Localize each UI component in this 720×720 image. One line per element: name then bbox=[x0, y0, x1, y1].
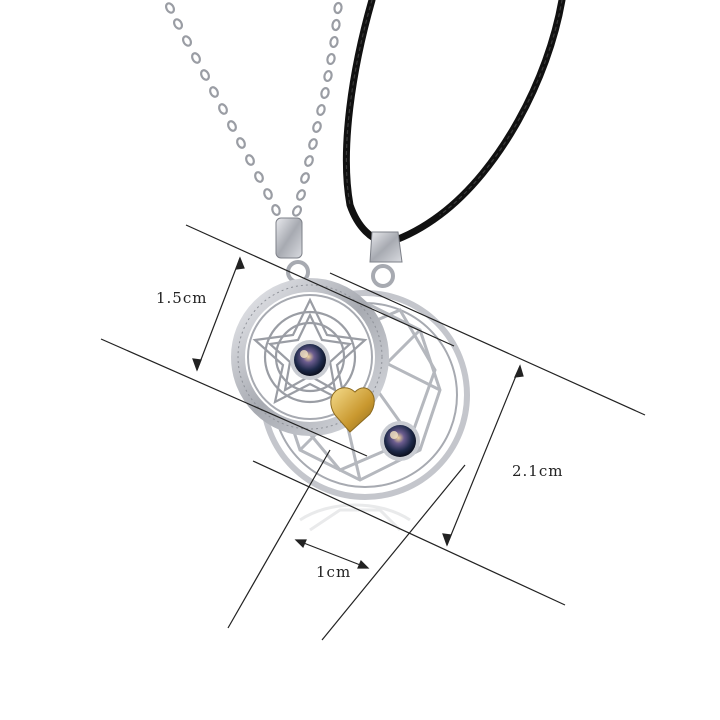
projection-stones bbox=[290, 340, 420, 461]
black-cord bbox=[342, 0, 566, 246]
silver-chain bbox=[164, 1, 343, 217]
sun-height-label: 1.5cm bbox=[156, 289, 208, 307]
width-label: 1cm bbox=[316, 563, 352, 581]
pendant-bails bbox=[275, 217, 403, 288]
gold-heart bbox=[330, 387, 375, 433]
dimension-lines bbox=[100, 224, 646, 641]
moon-height-label: 2.1cm bbox=[512, 462, 564, 480]
